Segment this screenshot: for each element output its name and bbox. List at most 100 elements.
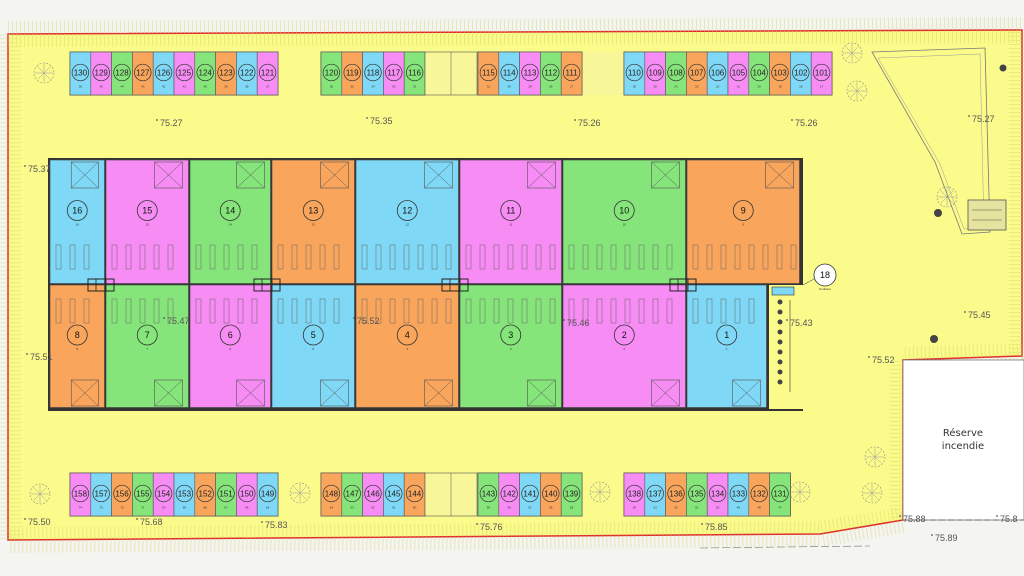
unit-number-badge bbox=[92, 484, 110, 503]
unit-number: 15 bbox=[142, 206, 152, 216]
warehouse-unit[interactable]: 11 bbox=[686, 284, 767, 408]
parking-mark bbox=[465, 298, 472, 324]
unit-number: 143 bbox=[482, 490, 496, 499]
parking-mark bbox=[568, 298, 575, 324]
loading-door bbox=[320, 161, 349, 189]
tree-icon bbox=[589, 481, 611, 503]
warehouse-unit[interactable]: 77 bbox=[105, 284, 189, 408]
storage-unit-fill bbox=[256, 472, 279, 517]
unit-number-badge bbox=[750, 63, 768, 82]
warehouse-unit[interactable]: 66 bbox=[189, 284, 271, 408]
parking-mark bbox=[417, 298, 424, 324]
unit-number: 148 bbox=[325, 490, 339, 499]
warehouse-unit[interactable]: 33 bbox=[459, 284, 562, 408]
unit-number: 156 bbox=[115, 490, 129, 499]
unit-sub-number: 31 bbox=[487, 85, 491, 89]
unit-sub-number: 45 bbox=[100, 85, 104, 89]
warehouse-unit-fill bbox=[562, 159, 686, 284]
warehouse-unit[interactable]: 99 bbox=[686, 159, 800, 284]
unit-number-badge bbox=[175, 63, 194, 82]
parking-mark bbox=[153, 244, 160, 270]
unit-18-badge[interactable] bbox=[813, 263, 837, 287]
parking-mark bbox=[209, 244, 216, 270]
corner-cutout bbox=[769, 285, 803, 409]
unit-sub-number: 56 bbox=[549, 506, 553, 510]
parking-mark bbox=[139, 298, 146, 324]
passage-connector bbox=[669, 278, 697, 292]
empty-bay bbox=[583, 52, 623, 95]
warehouse-unit[interactable]: 22 bbox=[562, 284, 686, 408]
warehouse-unit[interactable]: 44 bbox=[355, 284, 459, 408]
warehouse-unit[interactable]: 55 bbox=[271, 284, 355, 408]
unit-number: 14 bbox=[225, 206, 235, 216]
warehouse-unit[interactable]: 88 bbox=[49, 284, 105, 408]
unit-sub-number: 47 bbox=[778, 506, 782, 510]
